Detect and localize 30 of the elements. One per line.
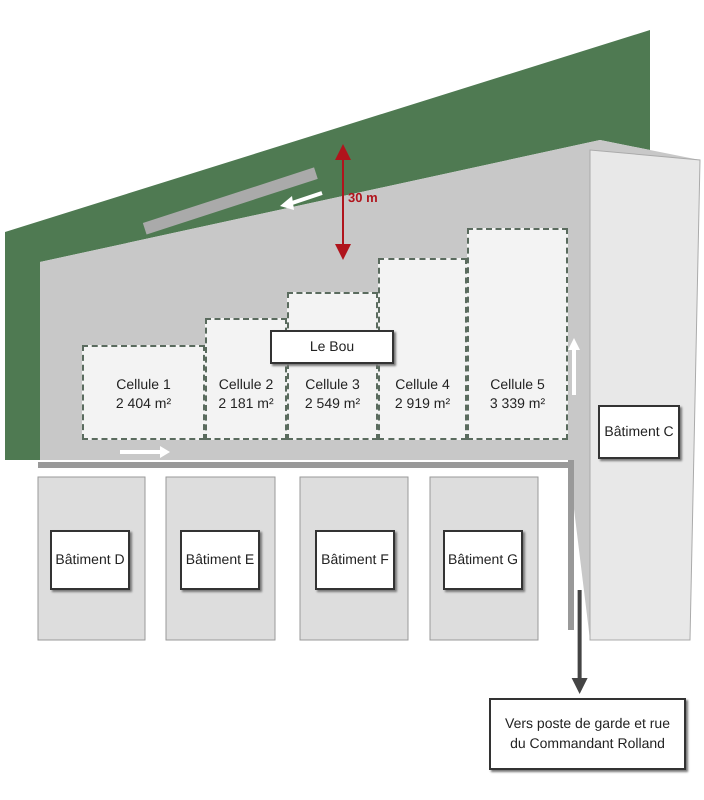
unit-area	[82, 345, 205, 440]
building-label	[315, 530, 395, 590]
area-text: 2 181 m²	[218, 394, 274, 414]
area-text: 2 404 m²	[116, 394, 172, 414]
building-label	[180, 530, 260, 590]
area-text: 2 919 m²	[394, 394, 450, 414]
building-label	[50, 530, 130, 590]
area-text: 2 549 m²	[304, 394, 360, 414]
direction-sign	[489, 698, 686, 770]
building-name-label	[270, 330, 394, 364]
building-label	[598, 405, 680, 459]
name-text: Cellule 5	[490, 374, 545, 394]
unit-area	[467, 228, 568, 440]
dimension-label: 30 m	[348, 190, 378, 205]
name-text: Cellule 3	[305, 374, 360, 394]
name-text: Le Bou	[310, 337, 354, 356]
unit-area	[378, 258, 467, 440]
building-label	[443, 530, 523, 590]
name-text: Bâtiment F	[321, 550, 389, 570]
name-text: Bâtiment G	[448, 550, 518, 570]
name-text: Cellule 1	[116, 374, 171, 394]
name-text: Vers poste de garde et rue du Commandant Rolland	[504, 714, 671, 753]
name-text: Bâtiment D	[55, 550, 125, 570]
name-text: Cellule 4	[395, 374, 450, 394]
name-text: Bâtiment C	[604, 422, 674, 442]
unit-area	[205, 318, 287, 440]
name-text: Bâtiment E	[186, 550, 254, 570]
name-text: Cellule 2	[218, 374, 274, 394]
area-text: 3 339 m²	[490, 394, 546, 414]
arrow	[572, 590, 588, 694]
